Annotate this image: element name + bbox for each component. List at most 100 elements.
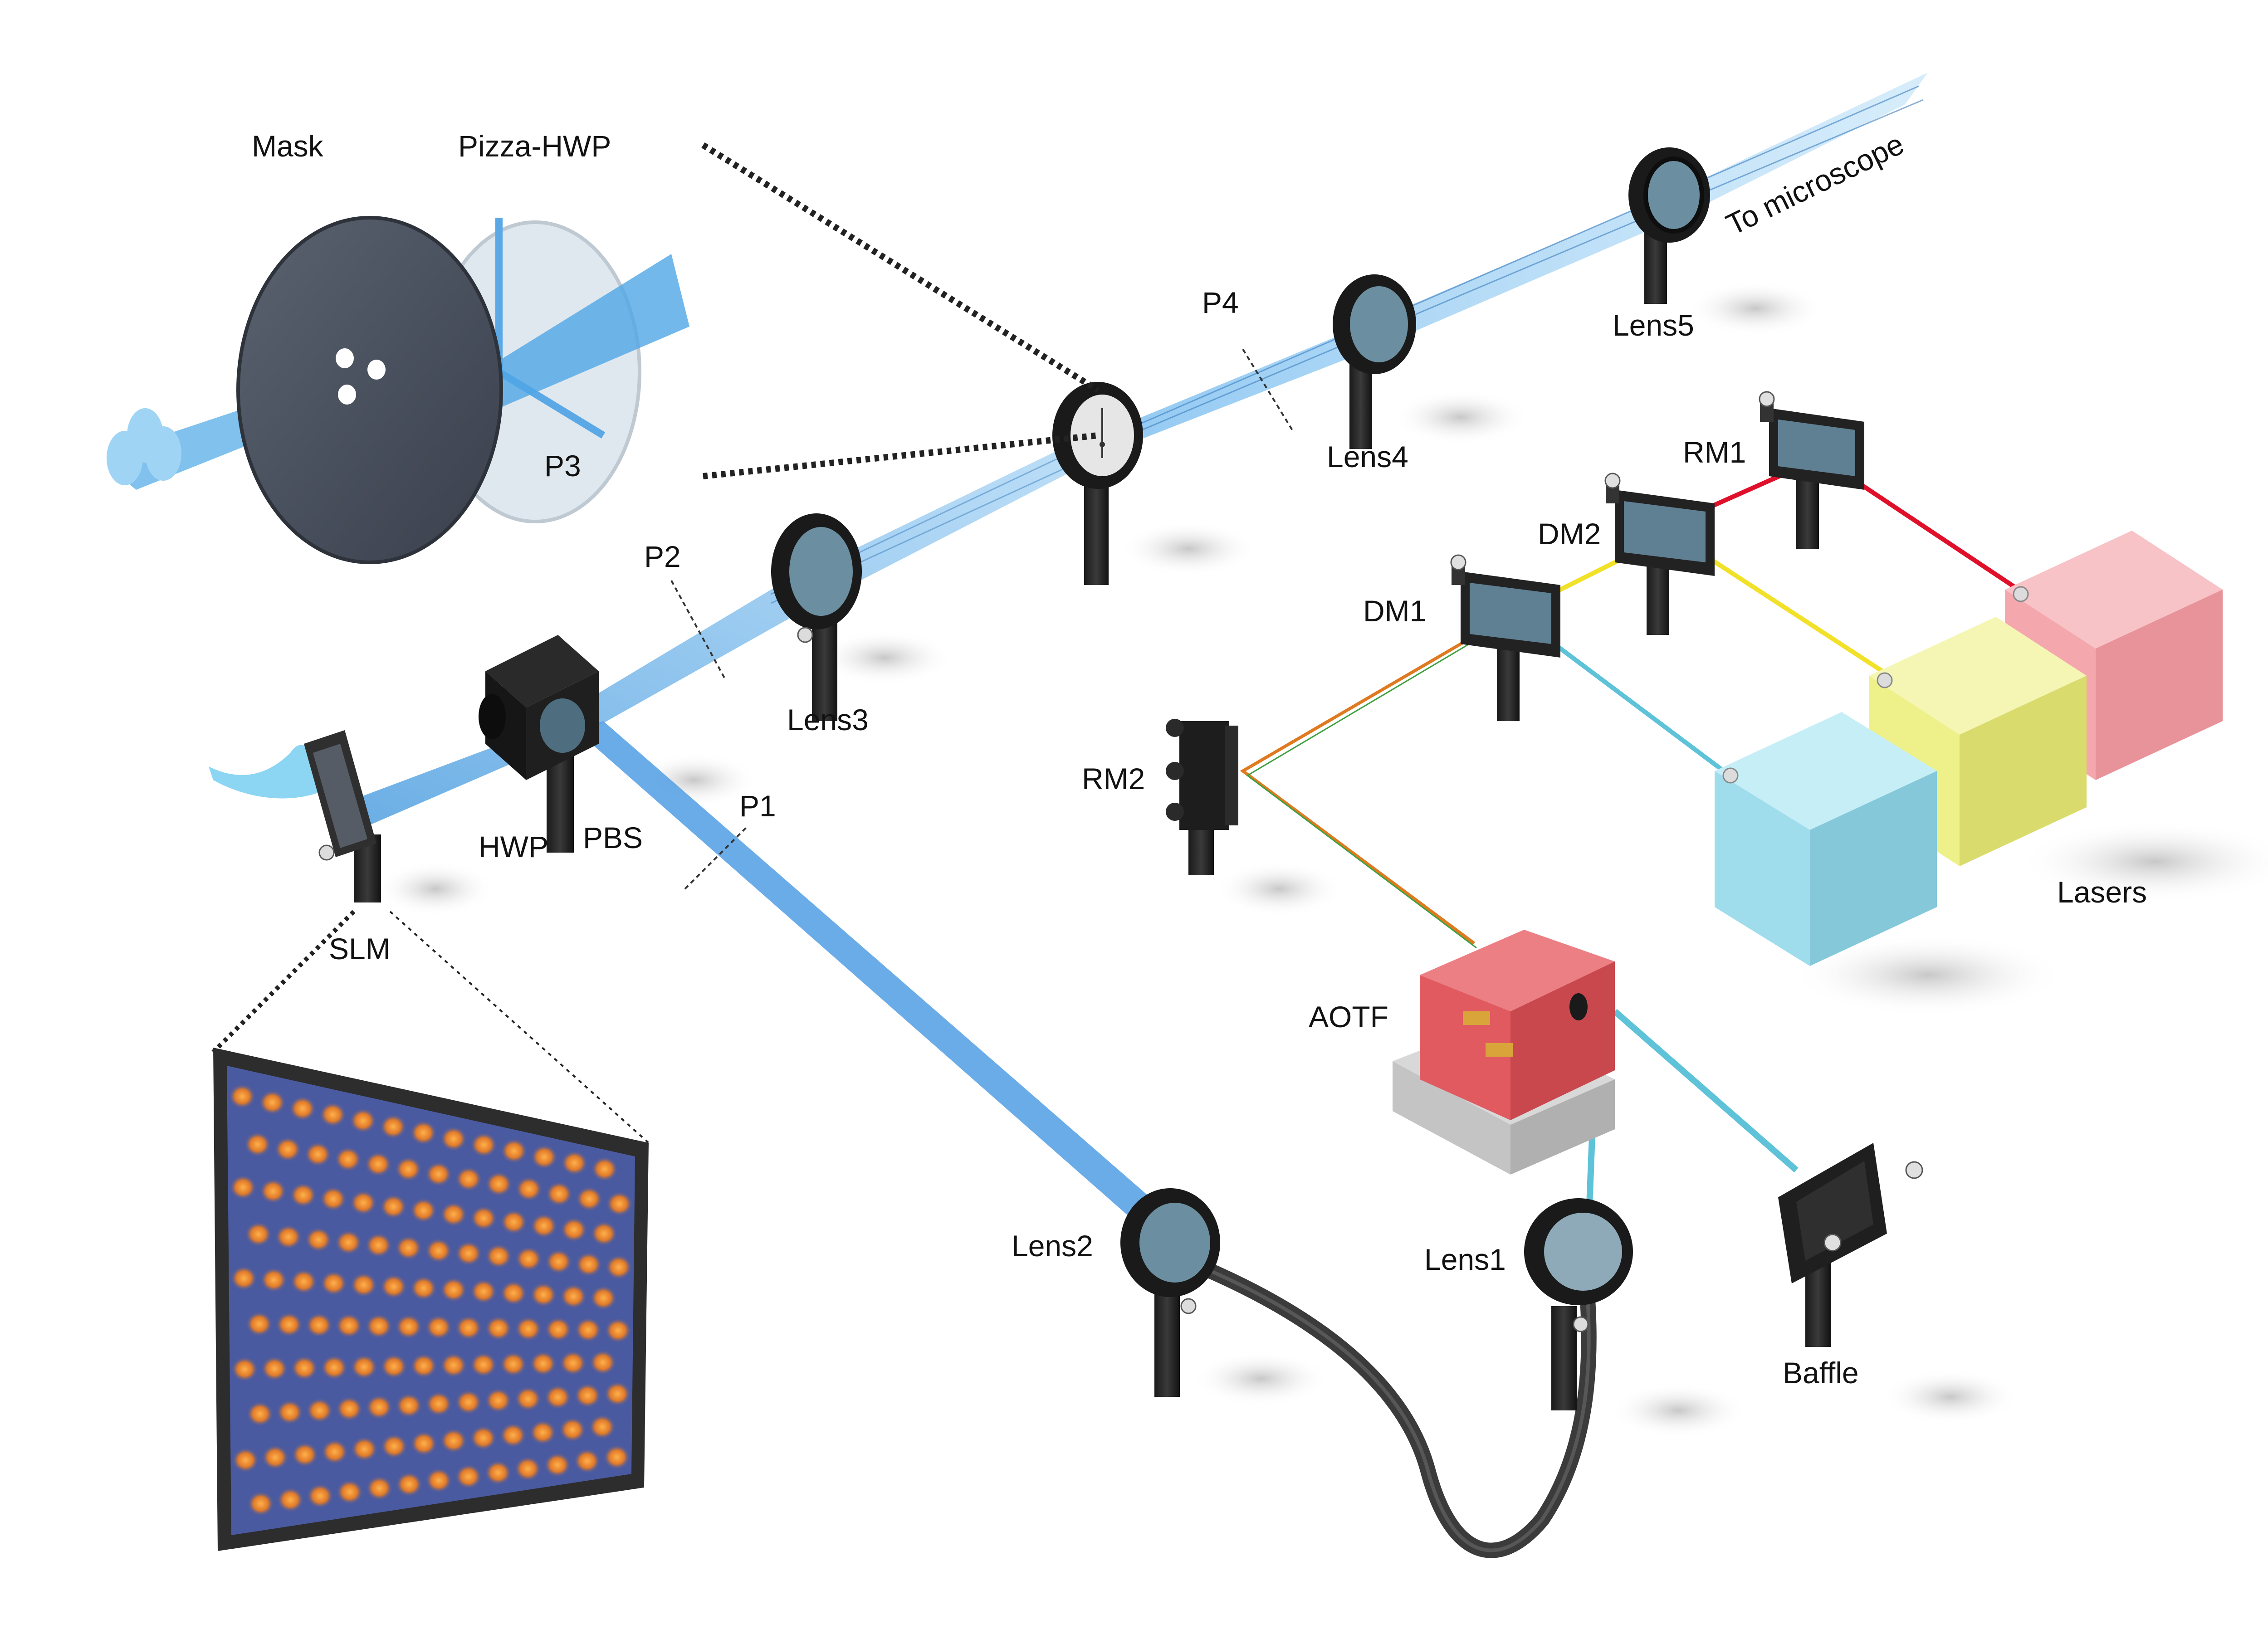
slm-spot <box>289 1182 317 1208</box>
slm-spot <box>320 1355 348 1380</box>
slm-spot <box>379 1114 407 1140</box>
dm2-mount <box>1604 473 1715 635</box>
zoom-lines <box>211 142 1100 1144</box>
pbs-cube <box>479 635 599 853</box>
rm1-mount <box>1759 391 1864 549</box>
slm-spot <box>470 1132 498 1158</box>
label-p2: P2 <box>644 540 681 573</box>
slm-spot <box>276 1399 303 1425</box>
dm1-mount <box>1450 554 1560 721</box>
slm-spot <box>244 1132 272 1157</box>
slm-spot <box>514 1386 542 1412</box>
slm-spot <box>573 1448 601 1474</box>
slm-spot <box>395 1156 422 1182</box>
slm-spot <box>574 1317 602 1343</box>
slm-spot <box>440 1428 467 1454</box>
slm-spot <box>245 1311 273 1337</box>
label-dm2: DM2 <box>1538 517 1601 551</box>
slm-spot <box>425 1238 452 1263</box>
slm-spot <box>336 1479 364 1505</box>
slm-spot <box>410 1430 438 1456</box>
slm-spot <box>260 1267 288 1293</box>
slm-spot <box>588 1414 616 1440</box>
slm-spot <box>484 1315 512 1341</box>
aotf-device <box>1393 930 1615 1175</box>
label-baffle: Baffle <box>1783 1356 1859 1390</box>
slm-spot <box>589 1350 617 1376</box>
slm-spot <box>305 1227 332 1253</box>
slm-spot <box>319 1102 347 1127</box>
label-lens4: Lens4 <box>1327 440 1408 473</box>
slm-spot <box>247 1491 274 1517</box>
slm-spot <box>529 1351 557 1376</box>
slm-spot <box>515 1176 543 1202</box>
slm-spot <box>319 1186 347 1212</box>
label-lasers: Lasers <box>2057 875 2147 909</box>
slm-spot <box>380 1434 408 1459</box>
slm-spot <box>544 1317 572 1342</box>
slm-spot <box>561 1150 588 1176</box>
slm-spot <box>440 1352 467 1378</box>
slm-spot <box>604 1317 632 1343</box>
slm-spot <box>321 1439 348 1465</box>
label-lens1: Lens1 <box>1424 1243 1506 1276</box>
slm-spot <box>575 1251 602 1277</box>
mask-pizza-inset <box>107 216 689 564</box>
lens5-mount <box>1628 147 1710 304</box>
slm-spot <box>484 1460 512 1486</box>
slm-spot <box>290 1268 318 1294</box>
label-p4: P4 <box>1202 286 1239 319</box>
slm-spot <box>230 1265 258 1291</box>
slm-spot <box>259 1178 287 1204</box>
slm-spot <box>334 1146 362 1172</box>
slm-spot <box>530 1282 557 1307</box>
slm-spot <box>380 1273 407 1299</box>
slm-spot <box>291 1442 319 1468</box>
slm-spot <box>350 1354 378 1380</box>
slm-spot <box>425 1161 452 1187</box>
slm-spot <box>306 1398 333 1424</box>
slm-spot <box>560 1283 587 1309</box>
label-rm1: RM1 <box>1683 435 1746 469</box>
slm-spot <box>364 1151 392 1177</box>
slm-spot <box>514 1456 542 1482</box>
slm-mount <box>304 730 381 902</box>
slm-spot <box>485 1171 513 1197</box>
slm-spot <box>232 1447 259 1473</box>
slm-spot <box>529 1419 557 1445</box>
slm-spot <box>229 1175 257 1200</box>
slm-spot <box>231 1356 259 1382</box>
slm-spot <box>395 1235 422 1261</box>
label-pizza-hwp: Pizza-HWP <box>458 129 611 163</box>
slm-spot <box>335 1229 362 1255</box>
slm-spot <box>244 1221 272 1247</box>
ground-shadows <box>376 281 2268 1438</box>
slm-spot <box>485 1243 513 1269</box>
slm-spot <box>500 1138 528 1164</box>
lens2-mount <box>1120 1188 1220 1397</box>
slm-spot <box>410 1275 437 1301</box>
label-rm2: RM2 <box>1082 762 1145 795</box>
slm-spot <box>336 1396 363 1422</box>
slm-spot <box>455 1166 483 1192</box>
slm-spot <box>365 1394 393 1420</box>
slm-spot <box>275 1312 303 1337</box>
slm-spot <box>261 1444 289 1470</box>
slm-spot <box>261 1356 288 1381</box>
slm-spot <box>576 1186 603 1212</box>
label-pbs: PBS <box>583 821 643 854</box>
slm-spot <box>425 1314 453 1340</box>
label-slm: SLM <box>329 932 391 966</box>
slm-spot <box>514 1316 542 1342</box>
slm-spot <box>365 1313 393 1339</box>
slm-spot <box>304 1141 332 1167</box>
slm-spot <box>591 1156 618 1182</box>
slm-spot <box>530 1213 557 1239</box>
fiber-beam <box>576 721 1202 1261</box>
slm-spot <box>440 1277 467 1302</box>
label-p3: P3 <box>544 449 581 483</box>
label-p1: P1 <box>739 789 776 823</box>
slm-spot <box>274 1137 302 1162</box>
slm-spot <box>395 1393 423 1419</box>
